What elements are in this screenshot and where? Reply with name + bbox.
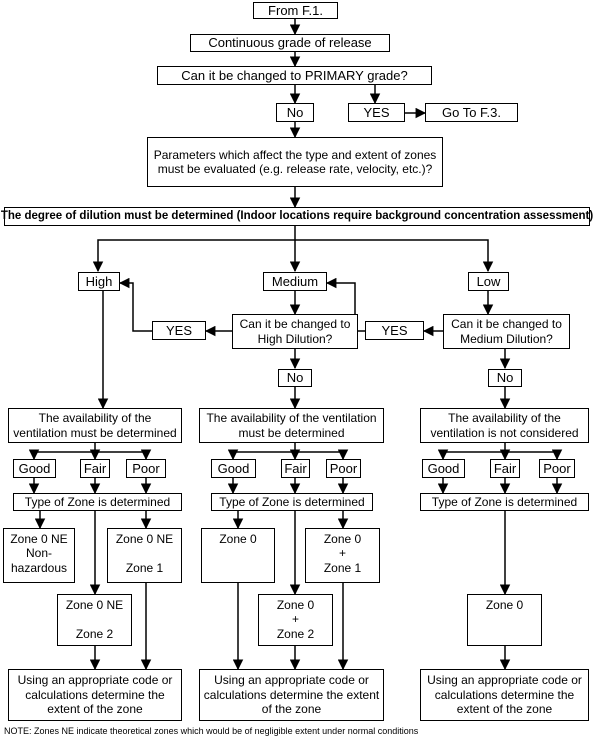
change-high-question: Can it be changed to High Dilution?: [232, 314, 358, 349]
no-box-top: No: [276, 103, 314, 122]
no-box-right: No: [488, 369, 522, 387]
fair-box-left: Fair: [80, 459, 110, 478]
zone0-plus-zone1-box: Zone 0 + Zone 1: [305, 528, 380, 583]
zone0ne-nonhazardous-box: Zone 0 NE Non- hazardous: [3, 528, 75, 583]
zone0-box-middle: Zone 0: [201, 528, 275, 583]
high-dilution-box: High: [78, 272, 120, 291]
zone0-plus-zone2-box: Zone 0 + Zone 2: [258, 594, 333, 646]
fair-box-middle: Fair: [281, 459, 310, 478]
using-code-box-right: Using an appropriate code or calculation…: [420, 669, 589, 721]
good-box-middle: Good: [211, 459, 256, 478]
ventilation-availability-left: The availability of the ventilation must…: [8, 408, 182, 443]
ventilation-not-considered-right: The availability of the ventilation is n…: [420, 408, 589, 443]
good-box-left: Good: [13, 459, 56, 478]
fair-box-right: Fair: [490, 459, 520, 478]
poor-box-left: Poor: [126, 459, 166, 478]
yes-box-top: YES: [348, 103, 405, 122]
footnote: NOTE: Zones NE indicate theoretical zone…: [4, 726, 419, 736]
low-dilution-box: Low: [468, 272, 509, 291]
continuous-grade-box: Continuous grade of release: [190, 34, 390, 52]
from-f1-box: From F.1.: [253, 2, 338, 19]
no-box-middle: No: [278, 369, 312, 387]
zone0-box-right: Zone 0: [467, 594, 542, 646]
type-of-zone-middle: Type of Zone is determined: [211, 493, 373, 511]
using-code-box-middle: Using an appropriate code or calculation…: [199, 669, 384, 721]
change-medium-question: Can it be changed to Medium Dilution?: [443, 314, 570, 349]
type-of-zone-left: Type of Zone is determined: [13, 493, 182, 511]
yes-box-left: YES: [152, 321, 206, 340]
ventilation-availability-middle: The availability of the ventilation must…: [199, 408, 384, 443]
zone0ne-zone1-box: Zone 0 NE Zone 1: [107, 528, 182, 583]
type-of-zone-right: Type of Zone is determined: [420, 493, 589, 511]
good-box-right: Good: [422, 459, 465, 478]
goto-f3-box: Go To F.3.: [425, 103, 518, 122]
medium-dilution-box: Medium: [263, 272, 327, 291]
poor-box-middle: Poor: [326, 459, 361, 478]
change-primary-question: Can it be changed to PRIMARY grade?: [157, 66, 432, 85]
using-code-box-left: Using an appropriate code or calculation…: [8, 669, 182, 721]
zone0ne-zone2-box: Zone 0 NE Zone 2: [57, 594, 132, 646]
poor-box-right: Poor: [539, 459, 575, 478]
parameters-box: Parameters which affect the type and ext…: [147, 137, 443, 187]
dilution-box: The degree of dilution must be determine…: [1, 207, 593, 226]
yes-box-right: YES: [365, 321, 424, 340]
